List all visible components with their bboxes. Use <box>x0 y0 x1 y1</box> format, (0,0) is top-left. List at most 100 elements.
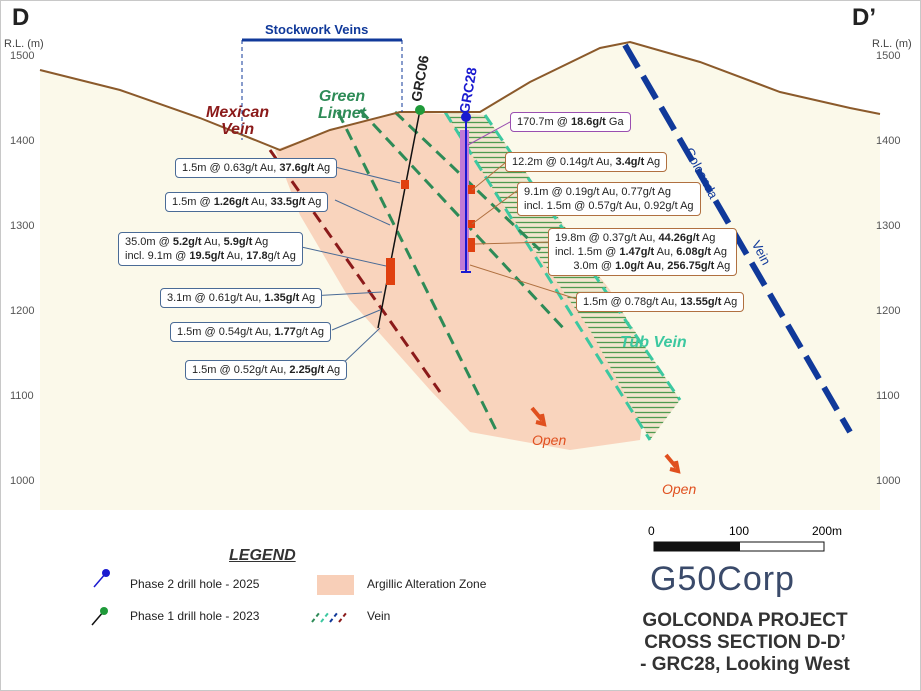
assay-text: Au, <box>654 246 677 258</box>
stockwork-veins-label: Stockwork Veins <box>265 22 369 37</box>
assay-text: Ag <box>721 296 738 308</box>
mexican-vein-label: Vein <box>220 121 255 138</box>
assay-intercept-label: 1.5m @ 0.63g/t Au, 37.6g/t Ag <box>175 158 338 178</box>
assay-text: 5.9g/t <box>223 236 253 248</box>
assay-text: 33.5g/t <box>270 196 306 208</box>
axis-label-right: R.L. (m) <box>872 38 912 50</box>
assay-text: 19.8m @ 0.37g/t Au, <box>555 232 659 244</box>
elevation-tick-left: 1100 <box>10 390 34 402</box>
assay-text: 1.5m @ 0.78g/t Au, <box>583 296 681 308</box>
elevation-tick-right: 1200 <box>876 305 901 317</box>
assay-text: 9.1m @ 0.19g/t Au, 0.77g/t Ag <box>524 186 671 198</box>
section-start-label: D <box>12 4 30 31</box>
legend-title: LEGEND <box>229 547 296 564</box>
assay-text: 12.2m @ 0.14g/t Au, <box>512 156 616 168</box>
assay-text: 1.5m @ 0.63g/t Au, <box>182 162 280 174</box>
assay-text: 1.47g/t <box>619 246 655 258</box>
assay-text: Ag <box>252 236 269 248</box>
assay-intercept-label: 1.5m @ 0.54g/t Au, 1.77g/t Ag <box>170 322 331 342</box>
assay-text: 1.5m @ <box>172 196 214 208</box>
assay-text: 18.6g/t <box>570 116 606 128</box>
elevation-tick-right: 1400 <box>876 135 901 147</box>
scale-label: 0 <box>648 524 655 538</box>
title-line-1: GOLCONDA PROJECT <box>642 610 848 631</box>
elevation-tick-right: 1100 <box>876 390 900 402</box>
scale-label: 200m <box>812 524 843 538</box>
assay-text: 1.77 <box>274 326 296 338</box>
assay-text: Ag <box>324 364 341 376</box>
green-linnet-label: Green <box>318 88 366 105</box>
assay-text: 2.25g/t <box>289 364 325 376</box>
green-linnet-label: Linnet <box>318 105 366 122</box>
assay-text: Ag <box>699 232 716 244</box>
assay-intercept-label: 35.0m @ 5.2g/t Au, 5.9g/t Ag incl. 9.1m @… <box>118 232 303 266</box>
tub-vein-zone <box>445 112 680 440</box>
assay-text: 3.4g/t <box>615 156 645 168</box>
scale-bar <box>654 542 740 551</box>
vein-legend-icon <box>311 611 348 623</box>
assay-text: 5.2g/t <box>172 236 202 248</box>
phase1-drill-icon <box>91 607 108 626</box>
assay-text: 6.08g/t <box>676 246 712 258</box>
assay-text: Ag <box>299 292 316 304</box>
assay-text: Ag <box>314 162 331 174</box>
legend-vein: Vein <box>367 609 391 623</box>
assay-text: 3.0m @ <box>555 260 616 272</box>
tub-vein-boundary <box>443 111 652 441</box>
assay-intercept-label: 170.7m @ 18.6g/t Ga <box>510 112 631 132</box>
green-linnet-vein <box>336 111 499 433</box>
scale-label: 100 <box>729 524 750 538</box>
assay-text: 256.75g/t <box>667 260 715 272</box>
assay-text: 13.55g/t <box>680 296 722 308</box>
green-linnet-vein <box>358 108 567 332</box>
assay-text: 1.35g/t <box>264 292 300 304</box>
grc28-collar <box>461 112 471 122</box>
axis-label-left: R.L. (m) <box>4 38 44 50</box>
elevation-tick-left: 1300 <box>10 220 35 232</box>
open-label: Open <box>662 481 697 497</box>
alteration-swatch-icon <box>317 575 354 595</box>
assay-text: Ag <box>644 156 661 168</box>
assay-intercept-label: 12.2m @ 0.14g/t Au, 3.4g/t Ag <box>505 152 668 172</box>
assay-intercept-label: 3.1m @ 0.61g/t Au, 1.35g/t Ag <box>160 288 323 308</box>
assay-intercept-label: 1.5m @ 1.26g/t Au, 33.5g/t Ag <box>165 192 329 212</box>
assay-text: 35.0m @ <box>125 236 173 248</box>
elevation-tick-right: 1300 <box>876 220 901 232</box>
open-label: Open <box>532 432 567 448</box>
legend-alteration: Argillic Alteration Zone <box>367 577 487 591</box>
assay-text: 1.5m @ 0.52g/t Au, <box>192 364 290 376</box>
elevation-tick-right: 1500 <box>876 50 901 62</box>
mexican-vein <box>268 149 442 393</box>
grc28-ga-interval <box>460 130 469 270</box>
phase2-drill-icon <box>93 569 110 588</box>
assay-text: , <box>661 260 668 272</box>
topography-line <box>39 40 881 152</box>
assay-text: g/t Ag <box>295 326 324 338</box>
title-line-2: CROSS SECTION D-D’ <box>644 632 846 653</box>
elevation-tick-left: 1500 <box>10 50 35 62</box>
assay-text: incl. 9.1m @ <box>125 250 190 262</box>
mexican-vein-label: Mexican <box>206 104 270 121</box>
assay-text: 170.7m @ <box>517 116 571 128</box>
assay-text: 1.26g/t <box>213 196 249 208</box>
assay-text: 3.1m @ 0.61g/t Au, <box>167 292 265 304</box>
company-logo: G50Corp <box>650 560 795 598</box>
open-arrow-icon <box>664 453 681 474</box>
assay-text: 37.6g/t <box>279 162 315 174</box>
tub-vein-label: Tub Vein <box>620 334 687 351</box>
assay-text: g/t Ag <box>267 250 296 262</box>
golconda-vein <box>622 43 853 434</box>
assay-intercept-label: 1.5m @ 0.78g/t Au, 13.55g/t Ag <box>576 292 745 312</box>
title-line-3: - GRC28, Looking West <box>640 654 850 675</box>
assay-text: Ag <box>714 260 731 272</box>
argillic-alteration-zone <box>275 112 650 450</box>
assay-text: Ag <box>305 196 322 208</box>
assay-text: 17.8 <box>246 250 268 262</box>
assay-text: 19.5g/t <box>189 250 225 262</box>
legend-phase1: Phase 1 drill hole - 2023 <box>130 609 260 623</box>
assay-text: 1.5m @ 0.54g/t Au, <box>177 326 275 338</box>
assay-text: Au, <box>224 250 247 262</box>
elevation-tick-left: 1200 <box>10 305 35 317</box>
elevation-tick-right: 1000 <box>876 475 901 487</box>
